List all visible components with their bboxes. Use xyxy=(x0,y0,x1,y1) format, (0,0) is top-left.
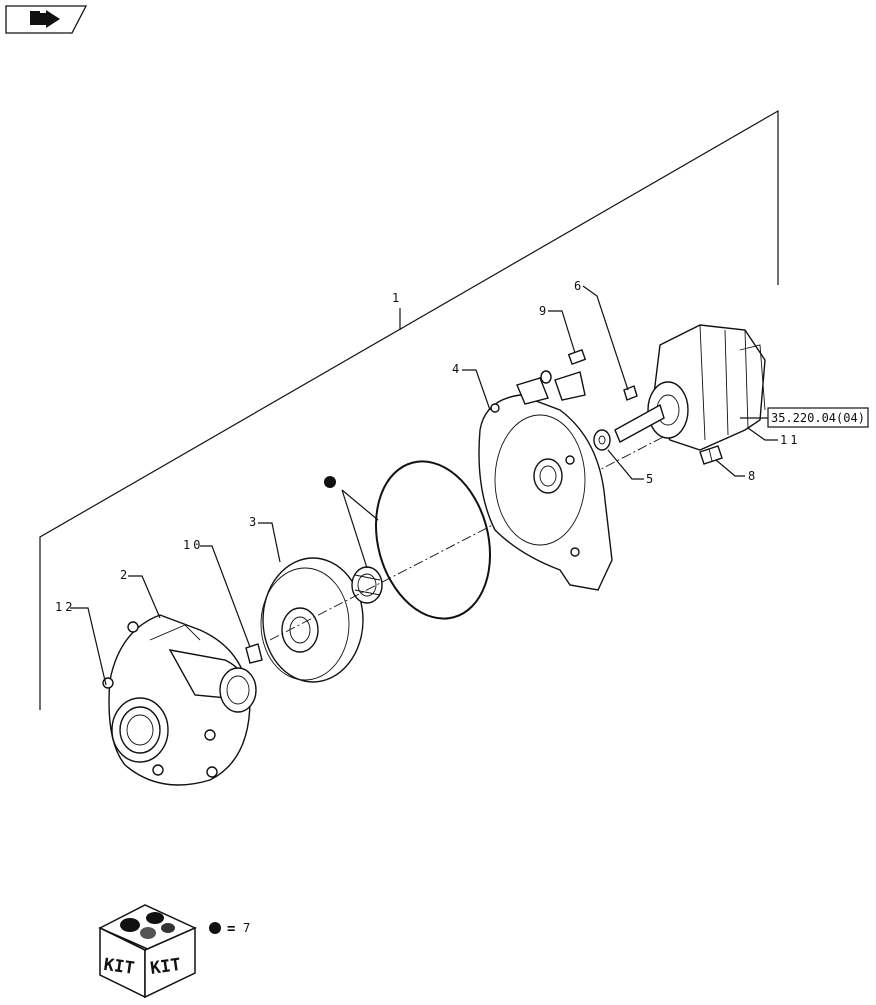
shaft-key xyxy=(623,385,638,401)
impeller xyxy=(260,557,364,683)
callout-1: 1 xyxy=(392,291,399,305)
kit-label-left: KIT xyxy=(102,955,135,979)
callout-numbers: 1 2 3 4 5 6 8 9 10 11 12 xyxy=(55,279,800,614)
washer xyxy=(593,429,611,451)
callout-6: 6 xyxy=(574,279,581,293)
callout-8: 8 xyxy=(748,469,755,483)
hydraulic-motor xyxy=(614,324,766,451)
cross-reference-link[interactable]: 35.220.04(04) xyxy=(767,407,869,428)
kit-legend: = 7 xyxy=(209,921,250,937)
adaptor-plate xyxy=(478,377,613,591)
kit-box-icon: KIT KIT xyxy=(98,904,197,999)
callout-10: 10 xyxy=(183,538,203,552)
fitting-screw xyxy=(699,445,723,465)
legend-bullet xyxy=(209,922,221,934)
seal-kit-bullet xyxy=(324,476,336,488)
back-arrow-icon xyxy=(30,10,60,28)
assembly-bracket xyxy=(39,109,779,710)
callout-4: 4 xyxy=(452,362,459,376)
leader-lines xyxy=(70,285,778,686)
callout-2: 2 xyxy=(120,568,127,582)
legend-equals: = xyxy=(227,921,235,937)
legend-value: 7 xyxy=(243,921,250,935)
callout-12: 12 xyxy=(55,600,75,614)
drain-plug xyxy=(245,643,263,664)
callout-5: 5 xyxy=(646,472,653,486)
callout-11: 11 xyxy=(780,433,800,447)
callout-9: 9 xyxy=(539,304,546,318)
cross-reference-text[interactable]: 35.220.04(04) xyxy=(771,411,865,425)
o-ring xyxy=(374,460,492,620)
bolt xyxy=(540,349,587,401)
pump-housing xyxy=(102,614,257,786)
callout-3: 3 xyxy=(249,515,256,529)
mechanical-seal xyxy=(351,566,383,604)
nav-button[interactable] xyxy=(5,5,88,34)
kit-label-right: KIT xyxy=(149,955,182,979)
